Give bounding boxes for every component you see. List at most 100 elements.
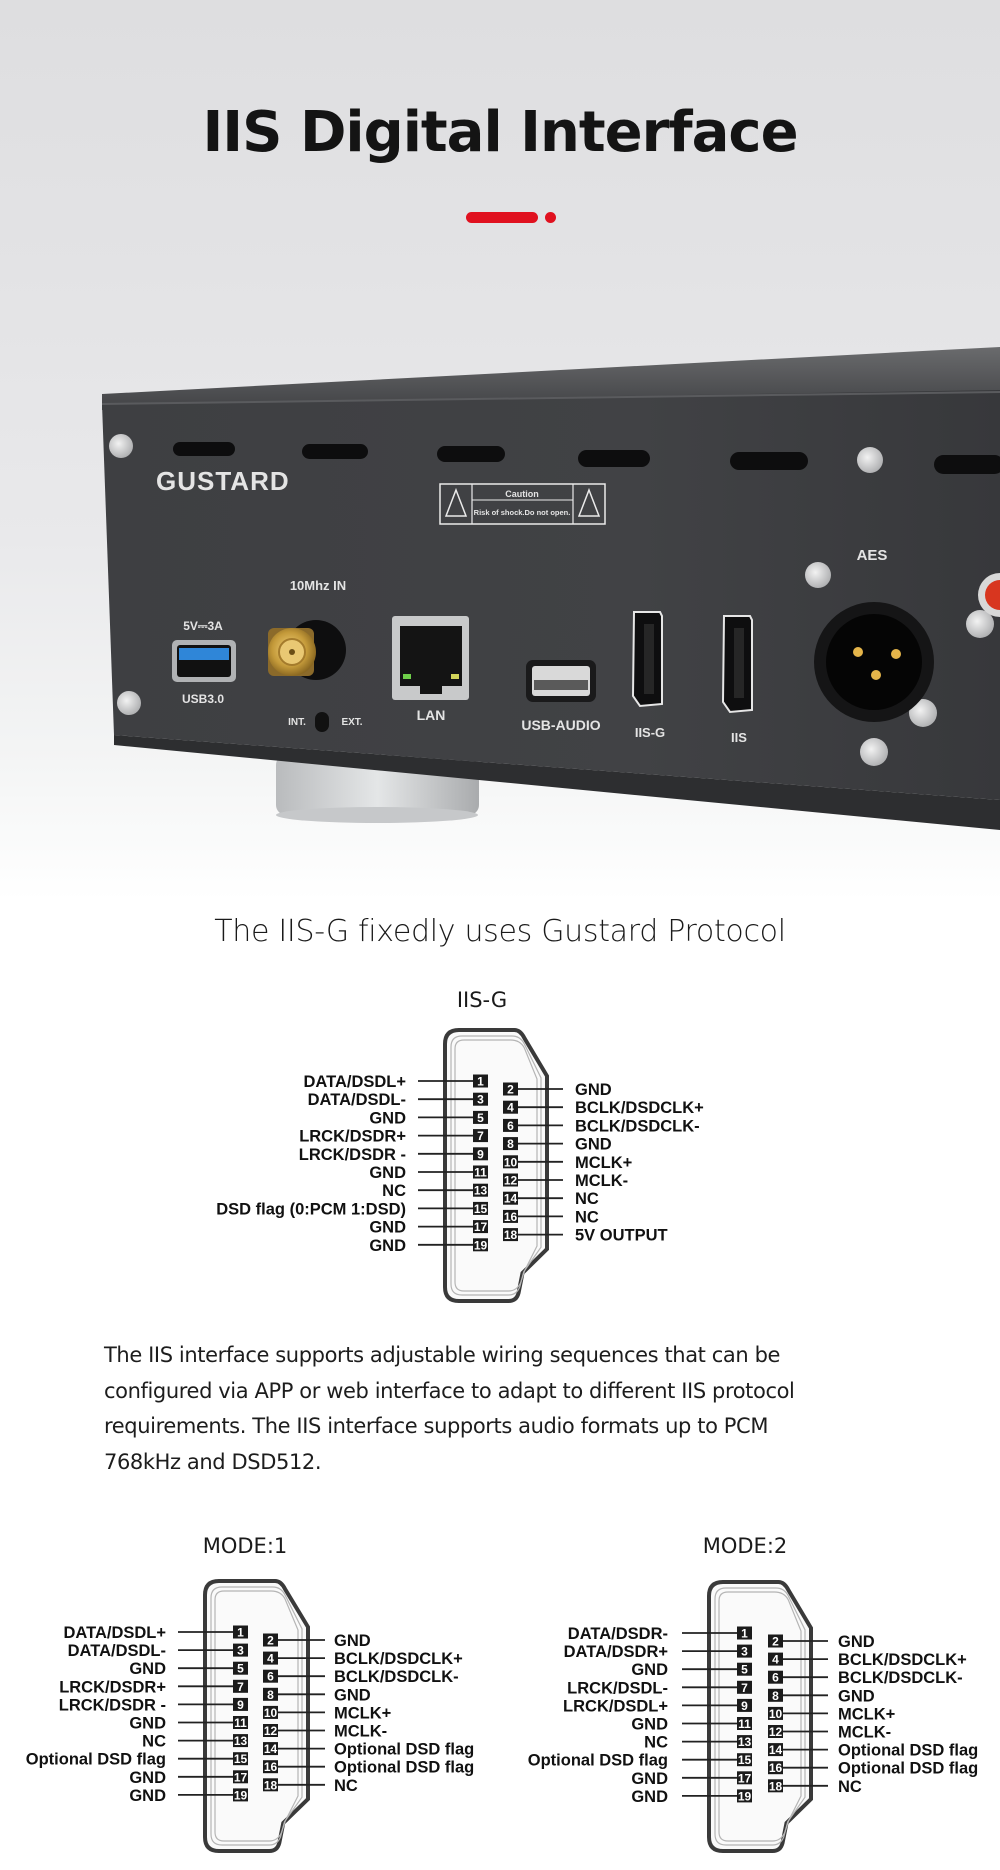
pin-signal-label: DATA/DSDL+ (63, 1624, 166, 1642)
pin-box (503, 1191, 518, 1205)
pin-signal-label: BCLK/DSDCLK+ (334, 1650, 463, 1668)
pin-number: 17 (474, 1220, 488, 1234)
pin-number: 4 (772, 1653, 779, 1667)
pin-number: 14 (264, 1742, 278, 1756)
pin-signal-label: GND (631, 1661, 668, 1679)
pin-number: 15 (234, 1752, 248, 1766)
pin-box (233, 1752, 248, 1766)
pin-number: 9 (477, 1147, 484, 1161)
pin-box (768, 1725, 783, 1738)
pin-box (263, 1742, 278, 1756)
pin-signal-label: GND (334, 1686, 371, 1704)
pin-number: 11 (738, 1717, 751, 1731)
pin-signal-label: BCLK/DSDCLK- (334, 1668, 459, 1686)
pin-number: 18 (264, 1778, 278, 1792)
pin-box (473, 1129, 488, 1143)
pin-box (233, 1716, 248, 1729)
pin-box (263, 1705, 278, 1719)
pin-signal-label: NC (575, 1190, 599, 1208)
pin-box (233, 1770, 248, 1784)
description-line: 768kHz and DSD512. (104, 1449, 322, 1474)
pin-number: 4 (267, 1652, 274, 1666)
pin-number: 19 (474, 1238, 488, 1252)
svg-text:10Mhz IN: 10Mhz IN (290, 578, 346, 593)
svg-text:Caution: Caution (505, 489, 539, 499)
vent-slots (173, 442, 1000, 474)
rca-port (978, 573, 1000, 617)
pin-box (737, 1789, 752, 1803)
connector-title: MODE:1 (203, 1534, 288, 1558)
pin-box (503, 1228, 518, 1242)
svg-text:USB3.0: USB3.0 (182, 692, 224, 706)
pin-signal-label: Optional DSD flag (26, 1751, 166, 1769)
pin-signal-label: NC (334, 1777, 358, 1795)
caution-label: Caution Risk of shock.Do not open. (439, 483, 606, 525)
pin-row-left: 17 GND (631, 1770, 752, 1788)
pin-signal-label: GND (129, 1715, 166, 1733)
pin-signal-label: GND (631, 1770, 668, 1788)
connector-title: MODE:2 (703, 1534, 788, 1558)
pin-box (473, 1201, 488, 1215)
pin-signal-label: NC (644, 1734, 668, 1752)
pin-row-left: 15 Optional DSD flag (26, 1751, 248, 1769)
pin-number: 3 (477, 1093, 484, 1107)
pin-row-right: 6 BCLK/DSDCLK- (263, 1668, 459, 1686)
pin-box (503, 1137, 518, 1151)
pin-box (503, 1155, 518, 1169)
pin-number: 17 (738, 1771, 752, 1785)
pin-signal-label: Optional DSD flag (838, 1742, 978, 1760)
pin-signal-label: GND (575, 1136, 612, 1154)
page-title: IIS Digital Interface (202, 100, 798, 165)
iisg-section-heading: The IIS-G fixedly uses Gustard Protocol (214, 914, 786, 949)
pin-signal-label: NC (838, 1778, 862, 1796)
warning-icon (577, 487, 601, 517)
pin-box (263, 1778, 278, 1792)
pin-box (737, 1698, 752, 1712)
pin-signal-label: DSD flag (0:PCM 1:DSD) (216, 1200, 406, 1218)
pin-number: 16 (769, 1761, 783, 1775)
pin-number: 8 (772, 1689, 779, 1703)
connector-outline (203, 1579, 310, 1853)
pin-number: 6 (267, 1670, 274, 1684)
pin-signal-label: GND (369, 1237, 406, 1255)
pin-box (263, 1687, 278, 1701)
pin-number: 2 (507, 1083, 514, 1097)
pin-signal-label: LRCK/DSDL+ (563, 1697, 668, 1715)
svg-text:5V⎓3A: 5V⎓3A (183, 619, 223, 633)
pin-box (233, 1679, 248, 1693)
pin-number: 5 (477, 1111, 484, 1125)
pin-number: 14 (769, 1743, 783, 1757)
pin-row-right: 14 Optional DSD flag (768, 1742, 978, 1760)
pin-number: 12 (769, 1725, 783, 1739)
svg-text:LAN: LAN (417, 707, 446, 723)
pin-number: 5 (237, 1662, 244, 1676)
pin-number: 15 (738, 1753, 752, 1767)
pin-box (263, 1633, 278, 1647)
pin-box (473, 1183, 488, 1197)
pin-box (768, 1761, 783, 1775)
pin-row-right: 18 NC (263, 1777, 358, 1795)
pin-box (233, 1661, 248, 1675)
pin-signal-label: NC (382, 1182, 406, 1200)
pin-signal-label: MCLK- (334, 1723, 387, 1741)
pin-box (737, 1753, 752, 1767)
pin-box (503, 1173, 518, 1187)
